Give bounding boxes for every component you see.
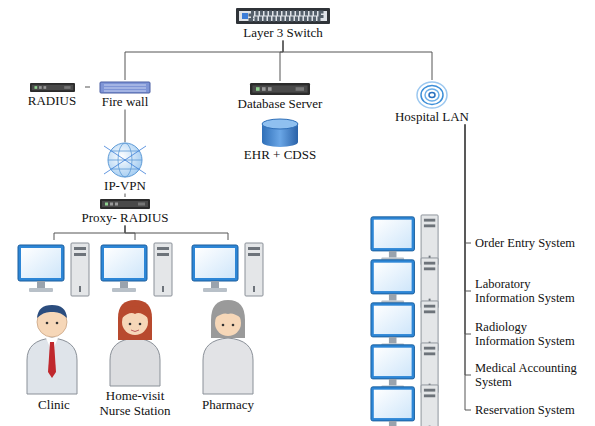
node-label: IP-VPN — [92, 179, 158, 194]
system-label: Order Entry System — [471, 236, 587, 250]
eye — [56, 322, 59, 325]
nurse-figure — [110, 300, 160, 386]
system-label: Radiology Information System — [471, 320, 587, 348]
node-label: Medical Accounting System — [475, 361, 587, 389]
network-link — [283, 41, 432, 81]
computer-icon — [371, 385, 438, 426]
eye — [46, 322, 49, 325]
network-link — [465, 125, 471, 292]
fringe — [122, 306, 148, 318]
node-label: Radiology Information System — [475, 320, 587, 348]
site-node: Pharmacy — [187, 240, 269, 413]
mouth — [131, 330, 139, 332]
eye — [139, 323, 142, 326]
system-label: Medical Accounting System — [471, 361, 587, 389]
eye — [232, 324, 235, 327]
lan-node: Hospital LAN — [384, 80, 480, 125]
system-label: Laboratory Information System — [471, 277, 587, 305]
network-link — [125, 110, 126, 143]
hair — [118, 300, 152, 340]
node-label: Reservation System — [475, 403, 587, 417]
eye — [222, 324, 225, 327]
network-link — [465, 125, 471, 376]
computer-icon — [192, 243, 263, 296]
node-label: Home-visit Nurse Station — [92, 389, 178, 418]
proxy-node: Proxy- RADIUS — [72, 197, 178, 226]
network-link — [125, 226, 228, 241]
node-label: Database Server — [222, 97, 338, 112]
node-label: Laboratory Information System — [475, 277, 587, 305]
network-link — [85, 87, 90, 88]
fringe — [215, 306, 241, 318]
lan-ring — [425, 89, 439, 101]
node-label: Pharmacy — [187, 398, 269, 413]
body — [27, 338, 77, 394]
network-link — [465, 125, 471, 411]
switch-panel — [239, 11, 327, 21]
firewall-lines — [104, 85, 146, 91]
node-label: EHR + CDSS — [232, 148, 328, 163]
switch-body — [236, 8, 330, 24]
node-label: Order Entry System — [475, 236, 587, 250]
radius-device — [30, 83, 75, 92]
site-node: Clinic — [16, 240, 92, 413]
node-label: Clinic — [16, 398, 92, 413]
hair — [211, 300, 245, 338]
radius-node: RADIUS — [19, 81, 85, 109]
database-node: EHR + CDSS — [232, 117, 328, 163]
lan-ring — [417, 82, 447, 108]
computer-icon — [101, 243, 172, 296]
lan-ring — [421, 86, 443, 105]
pharmacist-figure — [203, 300, 253, 394]
node-label: Hospital LAN — [384, 110, 480, 125]
computer-icon — [18, 243, 89, 296]
lan-icon — [417, 82, 447, 108]
node-label: Proxy- RADIUS — [72, 211, 178, 226]
switch-ports — [251, 13, 321, 19]
switch-icon — [236, 8, 330, 24]
firewall-body — [100, 82, 150, 93]
network-link — [125, 194, 126, 198]
vpn-node: IP-VPN — [92, 142, 158, 194]
network-link — [465, 125, 471, 335]
body — [203, 338, 253, 394]
firewall-node: Fire wall — [90, 80, 160, 110]
firewall-icon — [100, 82, 150, 93]
server-node: Database Server — [222, 81, 338, 112]
tie — [48, 342, 56, 378]
doctor-figure — [27, 305, 77, 394]
cylinder-top — [262, 119, 298, 129]
switch-node: Layer 3 Switch — [225, 6, 341, 41]
node-label: Fire wall — [90, 95, 160, 110]
node-label: Layer 3 Switch — [225, 26, 341, 41]
cap — [37, 305, 67, 318]
body — [110, 338, 160, 386]
switch-port — [242, 13, 248, 19]
site-node: Home-visit Nurse Station — [92, 240, 178, 418]
globe-rays — [104, 146, 146, 174]
database-icon — [262, 119, 298, 147]
network-link — [54, 226, 125, 241]
lan-ring — [429, 93, 435, 98]
system-label: Reservation System — [471, 403, 587, 417]
proxy-radius-device — [100, 199, 150, 209]
eye — [129, 323, 132, 326]
network-link — [465, 125, 471, 244]
db-server-device — [250, 83, 310, 95]
vpn-globe-icon — [104, 143, 146, 177]
node-label: RADIUS — [19, 94, 85, 109]
network-link — [125, 41, 283, 81]
